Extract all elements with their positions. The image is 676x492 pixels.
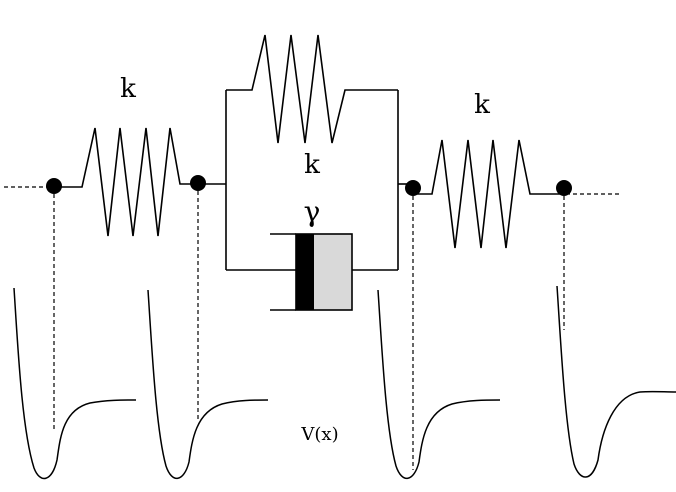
potential-well-2	[147, 289, 269, 479]
potential-well-3	[377, 289, 501, 479]
spring-left-label: k	[120, 74, 136, 104]
mass-point-3	[405, 180, 421, 196]
mass-point-1	[46, 178, 62, 194]
spring-top	[226, 34, 398, 144]
damper	[270, 233, 353, 311]
spring-right-label: k	[474, 90, 490, 120]
mass-point-4	[556, 180, 572, 196]
mass-point-2	[190, 175, 206, 191]
potential-well-1	[13, 287, 137, 480]
potential-well-4	[556, 285, 676, 478]
potential-label: V(x)	[300, 424, 338, 445]
spring-right	[414, 139, 566, 249]
damper-piston	[296, 234, 314, 310]
spring-top-label: k	[304, 150, 320, 180]
spring-left	[55, 127, 198, 237]
damper-label: γ	[304, 195, 321, 228]
